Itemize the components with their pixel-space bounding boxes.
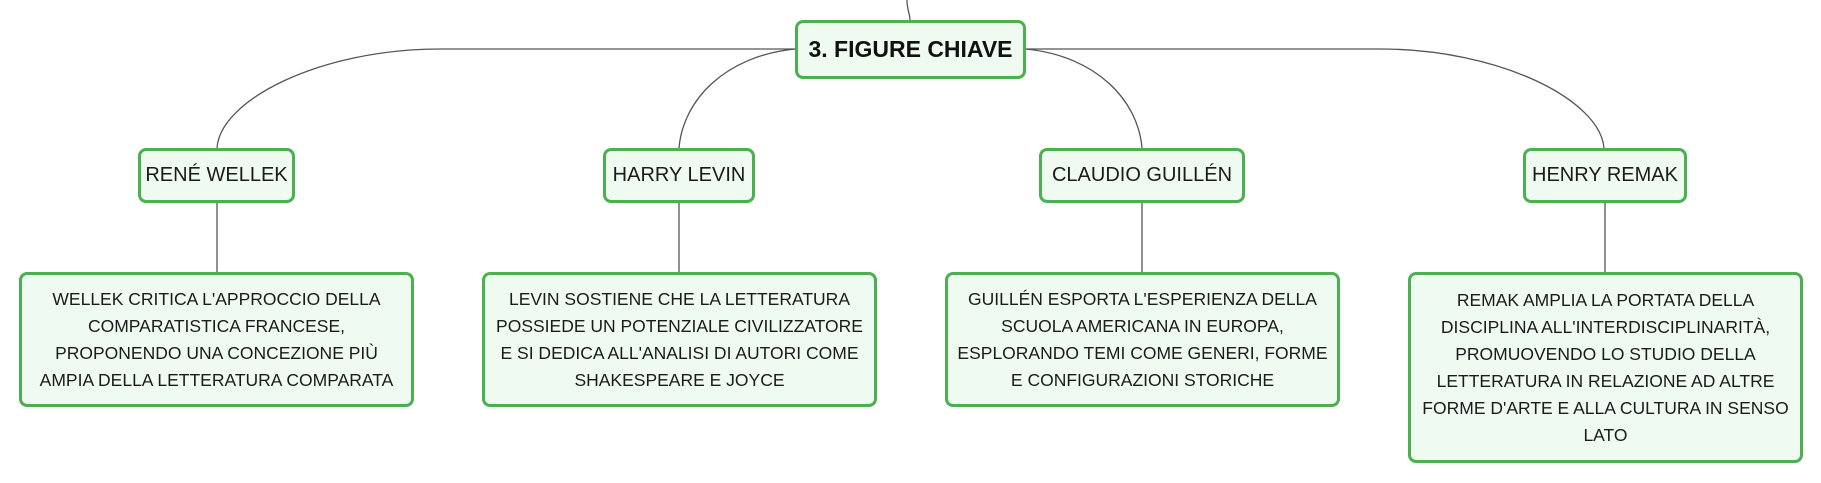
connector-root-to-guillen xyxy=(1025,48,1143,149)
description-text: REMAK AMPLIA LA PORTATA DELLA DISCIPLINA… xyxy=(1422,289,1789,445)
description-node-guillen[interactable]: GUILLÉN ESPORTA L'ESPERIENZA DELLA SCUOL… xyxy=(945,272,1340,407)
root-label: 3. FIGURE CHIAVE xyxy=(808,36,1013,62)
description-node-remak[interactable]: REMAK AMPLIA LA PORTATA DELLA DISCIPLINA… xyxy=(1408,272,1803,463)
figure-node-remak[interactable]: HENRY REMAK xyxy=(1523,148,1687,203)
figure-node-guillen[interactable]: CLAUDIO GUILLÉN xyxy=(1039,148,1245,203)
description-text: LEVIN SOSTIENE CHE LA LETTERATURA POSSIE… xyxy=(496,288,863,390)
figure-node-levin[interactable]: HARRY LEVIN xyxy=(603,148,755,203)
figure-node-wellek[interactable]: RENÉ WELLEK xyxy=(138,148,295,203)
figure-name: CLAUDIO GUILLÉN xyxy=(1051,164,1233,186)
figure-name: HARRY LEVIN xyxy=(612,164,746,186)
figure-name: RENÉ WELLEK xyxy=(145,164,288,186)
root-node[interactable]: 3. FIGURE CHIAVE xyxy=(795,20,1026,79)
connector-root-to-levin xyxy=(678,48,796,149)
description-node-levin[interactable]: LEVIN SOSTIENE CHE LA LETTERATURA POSSIE… xyxy=(482,272,877,407)
description-node-wellek[interactable]: WELLEK CRITICA L'APPROCCIO DELLA COMPARA… xyxy=(19,272,414,407)
figure-name: HENRY REMAK xyxy=(1532,164,1678,186)
connector-root-to-wellek xyxy=(216,48,795,149)
description-text: GUILLÉN ESPORTA L'ESPERIENZA DELLA SCUOL… xyxy=(957,288,1328,390)
connector-root-to-remak xyxy=(1026,48,1605,149)
description-text: WELLEK CRITICA L'APPROCCIO DELLA COMPARA… xyxy=(39,288,394,390)
connector-parent-to-root xyxy=(906,0,911,21)
